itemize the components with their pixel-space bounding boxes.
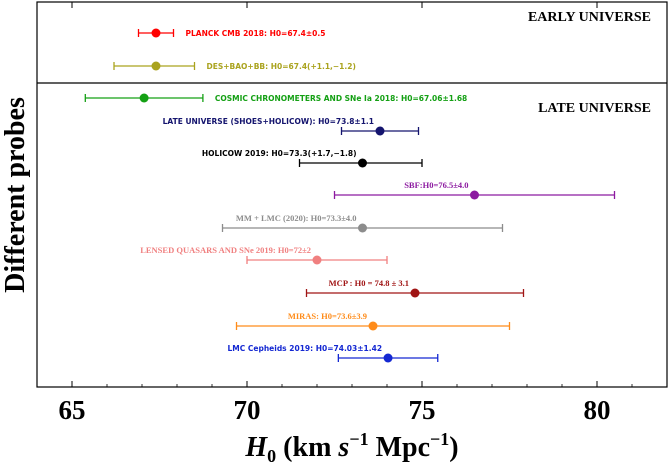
probe-label: DES+BAO+BB: H0=67.4(+1.1,−1.2) [207,62,356,71]
probe-row: MCP : H0 = 74.8 ± 3.1 [305,278,525,298]
probe-label: PLANCK CMB 2018: H0=67.4±0.5 [186,29,326,38]
x-tick-label: 65 [59,395,86,425]
probe-row: PLANCK CMB 2018: H0=67.4±0.5 [137,28,326,38]
data-point [383,353,393,363]
probe-row: MIRAS: H0=73.6±3.9 [235,311,511,331]
probe-row: DES+BAO+BB: H0=67.4(+1.1,−1.2) [113,61,356,71]
x-axis-title-end: ) [449,432,458,463]
x-axis-title: H0 (km s−1 Mpc−1) [244,429,458,464]
x-tick-label: 70 [234,395,261,425]
data-point [312,255,322,265]
early-universe-title: EARLY UNIVERSE [528,10,651,25]
probe-label: HOLICOW 2019: H0=73.3(+1.7,−1.8) [202,149,357,158]
probe-row: MM + LMC (2020): H0=73.3±4.0 [221,213,504,233]
probe-row: LMC Cepheids 2019: H0=74.03±1.42 [228,344,439,363]
probe-label: MM + LMC (2020): H0=73.3±4.0 [236,213,357,223]
x-tick-label: 75 [409,395,436,425]
x-axis-title-h: H [244,432,268,463]
data-point [368,321,378,331]
probe-series: PLANCK CMB 2018: H0=67.4±0.5DES+BAO+BB: … [84,28,616,363]
x-axis-title-sup1: −1 [349,429,368,449]
probe-label: LENSED QUASARS AND SNe 2019: H0=72±2 [140,245,311,255]
late-universe-title: LATE UNIVERSE [538,101,651,116]
probe-label: SBF:H0=76.5±4.0 [404,180,468,190]
probe-row: SBF:H0=76.5±4.0 [333,180,616,200]
data-point [358,158,367,168]
probe-label: COSMIC CHRONOMETERS AND SNe Ia 2018: H0=… [215,94,467,103]
x-axis-title-s: s [337,432,349,463]
x-axis-title-sub: 0 [267,446,276,464]
probe-label: MCP : H0 = 74.8 ± 3.1 [329,278,409,288]
probe-label: LMC Cepheids 2019: H0=74.03±1.42 [228,344,383,353]
data-point [410,288,420,298]
data-point [375,126,385,136]
data-point [151,28,161,38]
probe-label: LATE UNIVERSE (SHOES+HOLICOW): H0=73.8±1… [163,117,374,126]
data-point [139,93,149,103]
data-point [358,223,367,233]
x-axis-title-mid2: Mpc [369,432,430,463]
x-axis-title-sup2: −1 [430,429,449,449]
x-tick-label: 80 [584,395,611,425]
probe-label: MIRAS: H0=73.6±3.9 [288,311,367,321]
probe-row: LENSED QUASARS AND SNe 2019: H0=72±2 [140,245,388,265]
x-axis-title-mid1: (km [276,432,338,463]
probe-row: LATE UNIVERSE (SHOES+HOLICOW): H0=73.8±1… [163,117,420,136]
data-point [151,61,161,71]
x-axis-ticks: 65 70 75 80 [36,2,668,425]
probe-row: HOLICOW 2019: H0=73.3(+1.7,−1.8) [202,149,423,168]
data-point [470,190,479,200]
probe-row: COSMIC CHRONOMETERS AND SNe Ia 2018: H0=… [84,93,467,103]
y-axis-title: Different probes [0,97,31,293]
